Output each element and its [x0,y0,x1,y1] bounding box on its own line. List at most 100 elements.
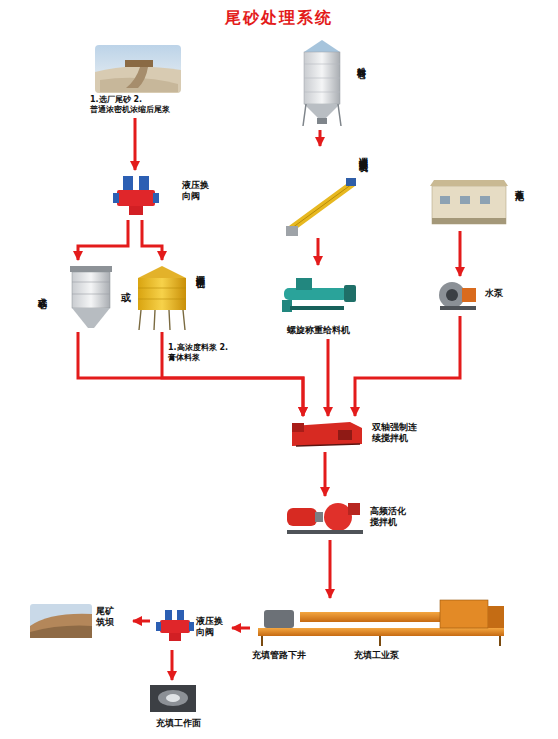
node-label: 高频活化搅拌机 [370,506,410,528]
node-label: 立式砂仓 [37,290,48,294]
equipment-node: 双轴强制连续搅拌机 [286,416,446,452]
flow-arrow [133,620,150,623]
vertical-sand-silo-part [70,266,112,272]
water-pump [439,282,476,310]
hydraulic-valve-part [129,206,143,215]
node-label: 螺旋称重给料机 [268,325,368,336]
twin-shaft-mixer-part [296,444,360,446]
hydraulic-valve-part [123,176,133,190]
twin-shaft-mixer-part [292,422,362,446]
powder-silo-part [304,92,340,93]
vertical-sand-silo-part [72,308,110,328]
high-frequency-mixer-part [287,530,363,534]
hydraulic-valve-part [169,633,181,641]
screw-conveyor-part [346,178,356,186]
hydraulic-valve-part [177,610,184,620]
water-pump-part [446,289,458,301]
tailings-dam-photo-part [30,604,92,638]
tailings-photo-part [95,45,181,93]
node-label: 粉料筒仓 [356,60,367,64]
screw-weighing-feeder-part [296,278,312,290]
vertical-sand-silo [70,266,112,328]
flow-arrow [327,339,330,416]
hydraulic-valve-part [139,176,149,190]
filling-industrial-pump-part [440,600,488,628]
tailings-dam-photo-part [30,626,92,638]
node-label: 1.选厂尾砂 2.普通浓密机浓缩后尾浆 [90,95,188,114]
screw-conveyor-part [292,184,352,228]
flow-arrow [317,238,320,265]
water-tank-part [432,218,506,224]
filling-face-photo-part [158,690,188,706]
twin-shaft-mixer-part [292,423,304,432]
node-label: 充填工业泵 [354,650,434,661]
equipment-node: 调速螺旋输送机 [280,146,375,238]
filling-industrial-pump [258,600,504,646]
hydraulic-valve [156,610,194,641]
screw-conveyor-part [286,226,298,236]
node-label: 液压换向阀 [196,616,226,638]
high-frequency-mixer-part [287,508,317,526]
tailings-photo [95,45,181,93]
deep-cone-thickener-part [139,310,185,330]
equipment-node: 液压换向阀 [108,170,218,220]
edge-label: 1.高浓度料浆 2.膏体料浆 [168,343,232,362]
flow-arrow [355,316,460,416]
twin-shaft-mixer-part [338,430,352,440]
diagram-title: 尾砂处理系统 [0,8,558,29]
high-frequency-mixer-part [324,503,352,531]
flow-arrow [134,118,137,170]
hydraulic-valve-part [113,193,119,203]
equipment-node: 1.选厂尾砂 2.普通浓密机浓缩后尾浆 [88,44,188,118]
powder-silo-part [317,118,327,124]
deep-cone-thickener-part [138,278,186,310]
equipment-node: 粉料筒仓 [290,38,375,130]
tailings-dam-photo [30,604,92,638]
powder-silo-part [304,40,340,52]
hydraulic-valve-part [165,610,172,620]
equipment-node: 尾矿筑坝 [28,600,133,642]
flow-arrow [142,220,162,260]
water-tank [430,180,508,224]
flow-arrow [324,452,327,496]
equipment-node: 液压换向阀 [150,606,232,650]
filling-industrial-pump-part [258,628,504,636]
filling-industrial-pump-part [264,610,294,628]
screw-weighing-feeder-part [284,288,348,300]
equipment-node: 蓄水池 [426,175,530,231]
high-frequency-mixer-part [315,512,323,522]
filling-face-photo-part [166,694,180,702]
screw-weighing-feeder-part [290,306,344,310]
deep-cone-thickener-part [138,299,186,300]
screw-weighing-feeder [282,278,356,312]
tailings-photo-part [95,66,181,93]
flow-arrow [459,231,462,276]
filling-industrial-pump-part [300,612,440,622]
tailings-dam-photo-part [30,614,92,638]
twin-shaft-mixer [292,422,362,446]
filling-industrial-pump-part [262,636,500,646]
hydraulic-valve-part [156,622,161,631]
filling-face-photo-part [150,685,196,712]
hydraulic-valve-part [189,622,194,631]
node-label: 液压换向阀 [182,180,212,202]
filling-face-photo [150,685,196,712]
water-tank-part [480,196,490,204]
hydraulic-valve-part [117,190,155,206]
screw-conveyor [286,178,356,236]
flow-arrow [171,650,174,680]
high-frequency-mixer [287,503,363,534]
vertical-sand-silo-part [72,294,110,295]
vertical-sand-silo-part [72,282,110,283]
flow-arrow [162,332,303,416]
screw-weighing-feeder-part [344,285,356,302]
node-label: 水泵 [485,288,513,299]
equipment-node: 立式砂仓 [33,260,123,332]
powder-silo-part [304,64,340,65]
equipment-node: 高频活化搅拌机 [282,496,417,540]
filling-industrial-pump-part [488,606,504,628]
flow-arrow [232,627,250,630]
free-label: 或 [121,292,131,304]
tailings-photo-part [126,67,148,88]
powder-silo-part [303,104,341,126]
